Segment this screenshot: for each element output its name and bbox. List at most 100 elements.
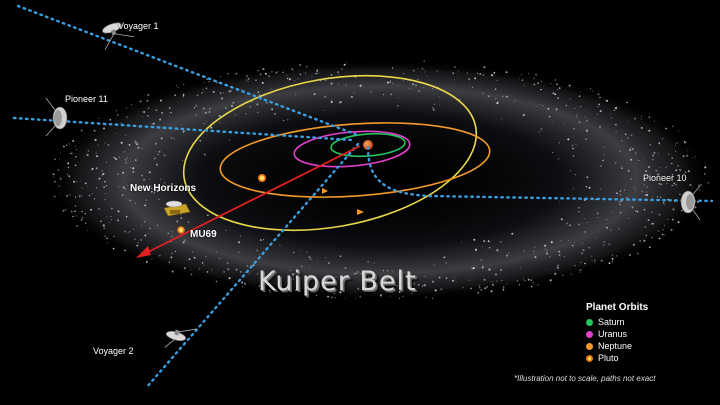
belt-particle xyxy=(433,103,435,105)
belt-particle xyxy=(86,229,88,232)
belt-particle xyxy=(487,95,490,98)
belt-particle xyxy=(602,159,604,162)
belt-particle xyxy=(256,111,259,114)
belt-particle xyxy=(421,284,424,287)
belt-particle xyxy=(225,229,227,231)
belt-particle xyxy=(190,273,193,276)
belt-particle xyxy=(620,167,623,170)
belt-particle xyxy=(472,86,474,88)
belt-particle xyxy=(338,74,340,76)
belt-particle xyxy=(101,174,104,176)
belt-particle xyxy=(502,288,505,291)
belt-particle xyxy=(593,259,596,262)
belt-particle xyxy=(491,281,493,283)
belt-particle xyxy=(582,249,585,252)
belt-particle xyxy=(93,129,96,132)
belt-particle xyxy=(630,178,632,180)
belt-particle xyxy=(557,264,559,267)
belt-particle xyxy=(671,162,673,165)
belt-particle xyxy=(256,249,258,252)
belt-particle xyxy=(95,152,97,154)
belt-particle xyxy=(554,79,557,81)
belt-particle xyxy=(214,235,216,237)
belt-particle xyxy=(118,186,120,188)
saturn-swatch xyxy=(586,318,593,326)
belt-particle xyxy=(599,110,602,113)
belt-particle xyxy=(103,227,106,230)
belt-particle xyxy=(171,230,173,233)
belt-particle xyxy=(496,280,498,282)
belt-particle xyxy=(633,187,635,189)
belt-particle xyxy=(412,282,415,285)
belt-particle xyxy=(652,223,655,225)
legend-item-neptune: Neptune xyxy=(586,340,706,352)
belt-particle xyxy=(75,215,77,217)
belt-particle xyxy=(557,89,559,91)
belt-particle xyxy=(552,92,554,94)
belt-particle xyxy=(362,282,364,285)
belt-particle xyxy=(665,127,668,130)
belt-particle xyxy=(644,194,647,196)
belt-particle xyxy=(643,179,646,182)
belt-particle xyxy=(397,281,399,283)
belt-particle xyxy=(615,131,617,132)
belt-particle xyxy=(610,229,612,231)
belt-particle xyxy=(208,111,211,113)
belt-particle xyxy=(54,158,56,161)
belt-particle xyxy=(201,91,204,94)
belt-particle xyxy=(202,88,204,91)
belt-particle xyxy=(558,158,560,160)
belt-particle xyxy=(564,256,565,258)
belt-particle xyxy=(359,295,362,298)
belt-particle xyxy=(532,282,534,284)
belt-particle xyxy=(585,185,587,188)
belt-particle xyxy=(560,218,563,221)
belt-particle xyxy=(482,92,484,94)
belt-particle xyxy=(516,280,519,282)
belt-particle xyxy=(679,193,681,196)
belt-particle xyxy=(107,144,110,146)
belt-particle xyxy=(471,267,474,270)
belt-particle xyxy=(666,182,668,184)
belt-particle xyxy=(93,198,96,200)
belt-particle xyxy=(470,287,472,290)
belt-particle xyxy=(686,154,689,157)
belt-particle xyxy=(644,226,647,228)
belt-particle xyxy=(459,98,461,101)
belt-particle xyxy=(658,153,660,155)
belt-particle xyxy=(423,87,425,89)
belt-particle xyxy=(486,286,488,288)
belt-particle xyxy=(672,208,675,211)
belt-particle xyxy=(130,103,132,105)
belt-particle xyxy=(439,104,441,106)
belt-particle xyxy=(262,68,265,71)
belt-particle xyxy=(109,119,112,121)
belt-particle xyxy=(205,87,208,90)
belt-particle xyxy=(357,287,360,290)
belt-particle xyxy=(387,279,390,282)
belt-particle xyxy=(187,221,190,223)
belt-particle xyxy=(140,239,142,241)
belt-particle xyxy=(212,90,215,93)
belt-particle xyxy=(221,97,223,100)
belt-particle xyxy=(315,72,317,75)
belt-particle xyxy=(297,276,300,279)
belt-particle xyxy=(218,258,220,260)
belt-particle xyxy=(629,148,632,152)
belt-particle xyxy=(590,88,591,90)
belt-particle xyxy=(301,265,303,267)
pluto-orbit xyxy=(182,74,478,232)
belt-particle xyxy=(97,207,101,210)
belt-particle xyxy=(203,153,206,156)
belt-particle xyxy=(579,91,581,93)
pioneer-11-spacecraft-icon xyxy=(45,97,68,137)
belt-particle xyxy=(246,264,249,268)
belt-particle xyxy=(80,218,83,221)
belt-particle xyxy=(675,183,677,186)
neptune-direction-arrow xyxy=(322,188,328,194)
belt-particle xyxy=(289,269,291,272)
belt-particle xyxy=(247,80,249,82)
belt-particle xyxy=(591,255,593,257)
belt-particle xyxy=(572,188,574,190)
belt-particle xyxy=(640,126,643,129)
